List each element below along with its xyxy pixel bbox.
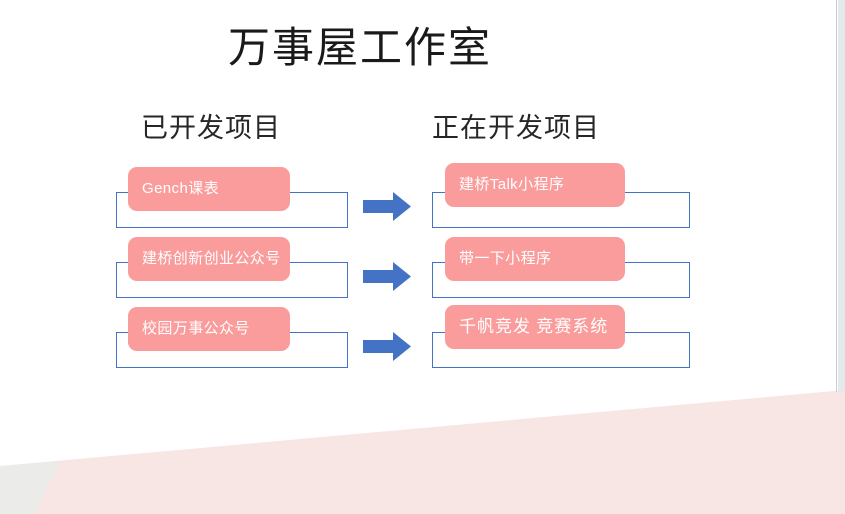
left-item-chip-3[interactable]: 校园万事公众号 [128, 307, 290, 351]
right-edge-rule [836, 0, 837, 392]
arrow-right-icon-row-2 [363, 262, 411, 291]
left-item-label-2: 建桥创新创业公众号 [142, 250, 281, 267]
page-title: 万事屋工作室 [227, 26, 492, 72]
right-item-label-3: 千帆竞发 竞赛系统 [459, 316, 609, 336]
arrow-right-icon-row-1 [363, 192, 411, 221]
right-item-label-1: 建桥Talk小程序 [459, 176, 565, 193]
right-item-chip-3[interactable]: 千帆竞发 竞赛系统 [445, 305, 625, 349]
left-item-chip-2[interactable]: 建桥创新创业公众号 [128, 237, 290, 281]
left-item-label-3: 校园万事公众号 [142, 320, 250, 337]
right-item-chip-2[interactable]: 带一下小程序 [445, 237, 625, 281]
right-item-label-2: 带一下小程序 [459, 250, 552, 267]
right-edge-strip [838, 0, 845, 392]
column-heading-in-development: 正在开发项目 [432, 113, 600, 143]
left-item-chip-1[interactable]: Gench课表 [128, 167, 290, 211]
left-item-label-1: Gench课表 [142, 180, 219, 197]
arrow-right-icon-row-3 [363, 332, 411, 361]
column-heading-developed: 已开发项目 [141, 113, 281, 143]
right-item-chip-1[interactable]: 建桥Talk小程序 [445, 163, 625, 207]
